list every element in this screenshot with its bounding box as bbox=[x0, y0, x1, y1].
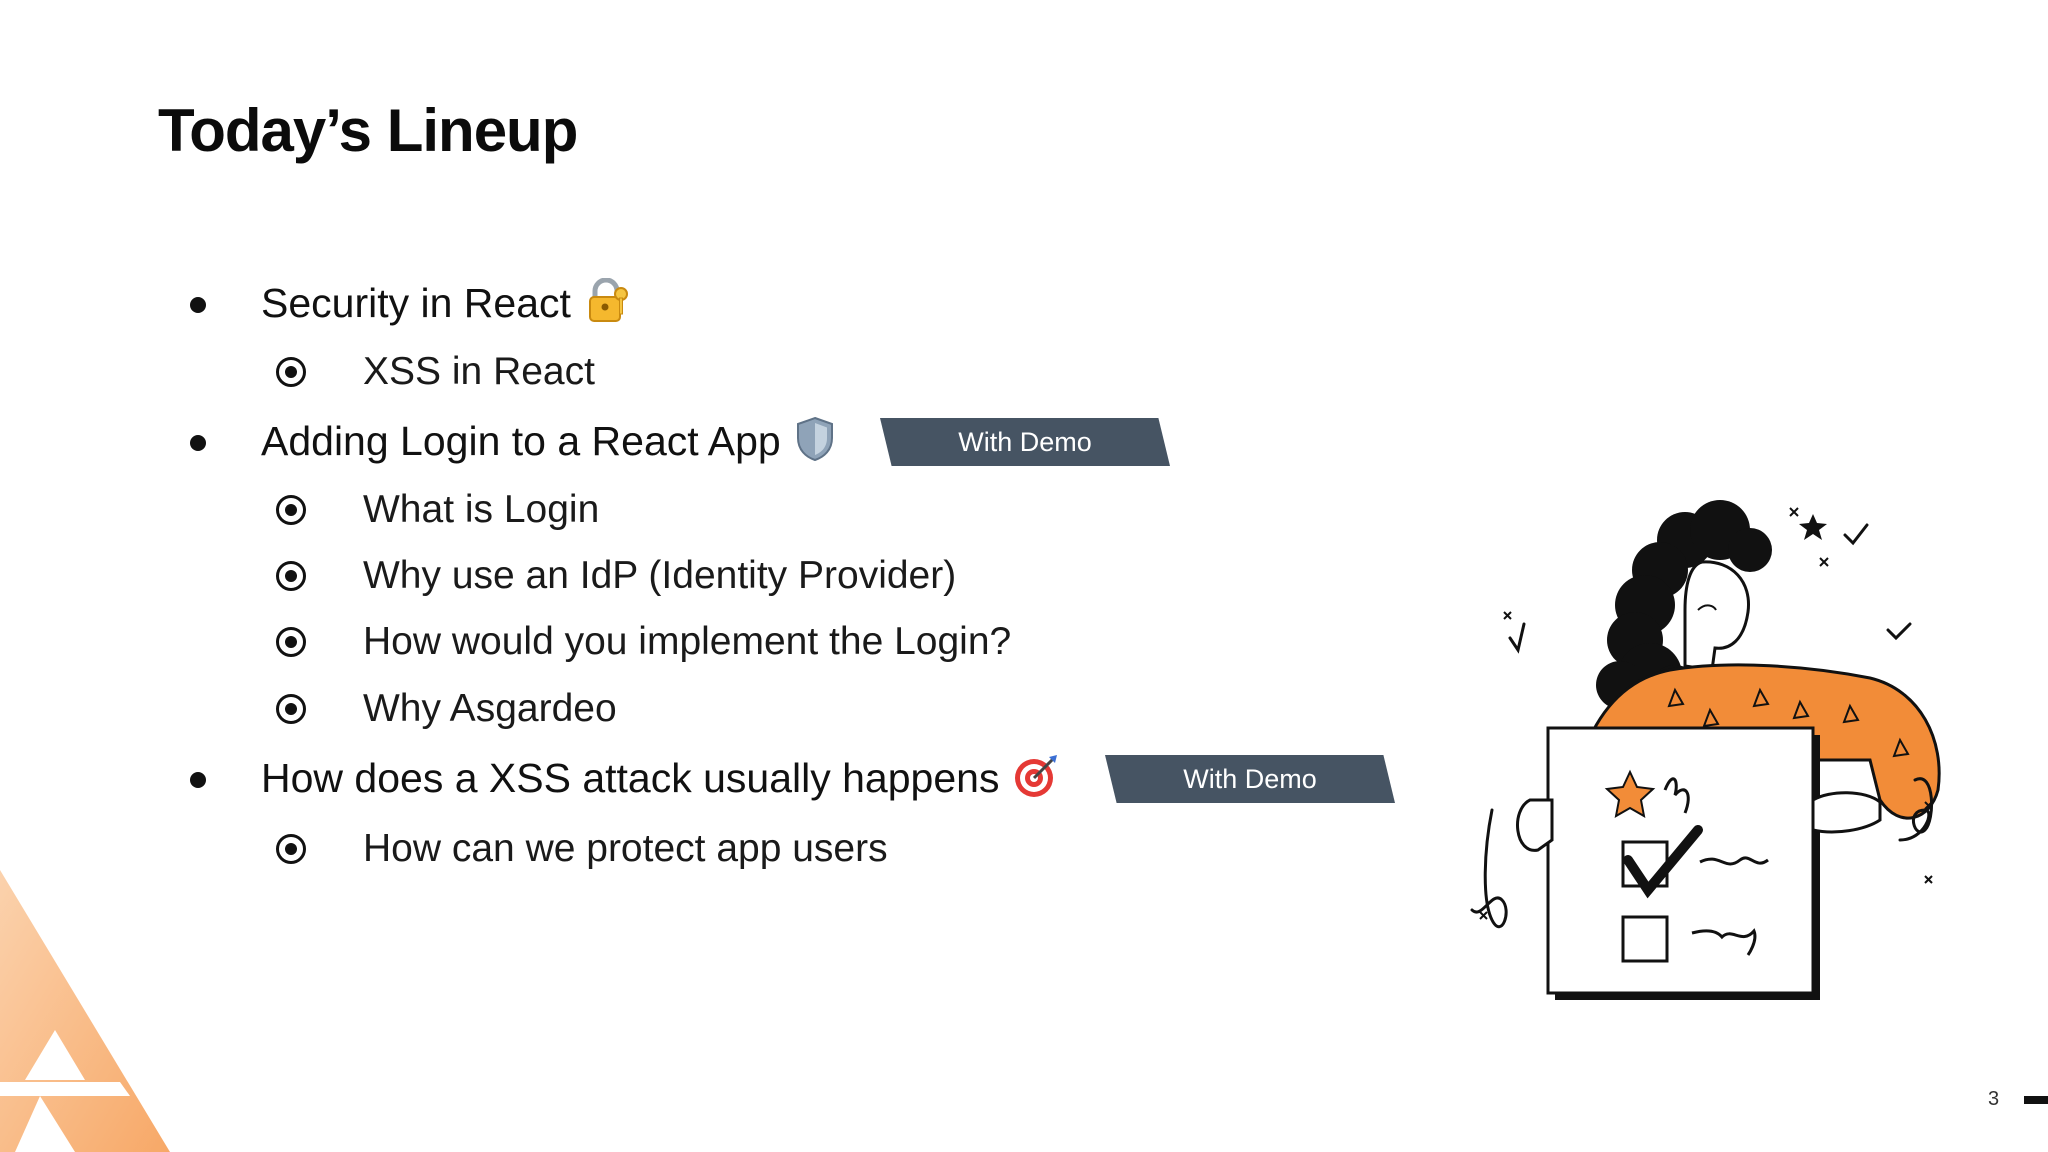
page-indicator-bar bbox=[2024, 1096, 2048, 1104]
lineup-subitem: Why use an IdP (Identity Provider) bbox=[363, 554, 957, 597]
radio-bullet bbox=[276, 627, 306, 657]
with-demo-tag: With Demo bbox=[880, 418, 1170, 466]
radio-bullet bbox=[276, 357, 306, 387]
bullet-dot bbox=[190, 435, 206, 451]
radio-bullet bbox=[276, 495, 306, 525]
lineup-subitem: How would you implement the Login? bbox=[363, 620, 1012, 663]
lineup-subitem: XSS in React bbox=[363, 350, 595, 393]
radio-bullet bbox=[276, 834, 306, 864]
lineup-subitem: How can we protect app users bbox=[363, 827, 888, 870]
lineup-subitem: What is Login bbox=[363, 488, 600, 531]
target-icon bbox=[1013, 753, 1059, 809]
radio-bullet bbox=[276, 694, 306, 724]
with-demo-tag: With Demo bbox=[1105, 755, 1395, 803]
shield-icon bbox=[795, 416, 835, 472]
lineup-item-label: Adding Login to a React App bbox=[261, 417, 781, 464]
checklist-person-illustration bbox=[1470, 500, 1941, 1000]
lineup-item-label: Security in React bbox=[261, 279, 571, 326]
radio-bullet bbox=[276, 561, 306, 591]
brand-logo-mark bbox=[0, 870, 170, 1152]
bullet-dot bbox=[190, 297, 206, 313]
slide-title: Today’s Lineup bbox=[158, 97, 578, 164]
lock-with-key-icon bbox=[585, 277, 631, 334]
lineup-item-label: How does a XSS attack usually happens bbox=[261, 754, 1000, 801]
page-number: 3 bbox=[1988, 1088, 2000, 1110]
bullet-dot bbox=[190, 772, 206, 788]
lineup-subitem: Why Asgardeo bbox=[363, 687, 617, 730]
